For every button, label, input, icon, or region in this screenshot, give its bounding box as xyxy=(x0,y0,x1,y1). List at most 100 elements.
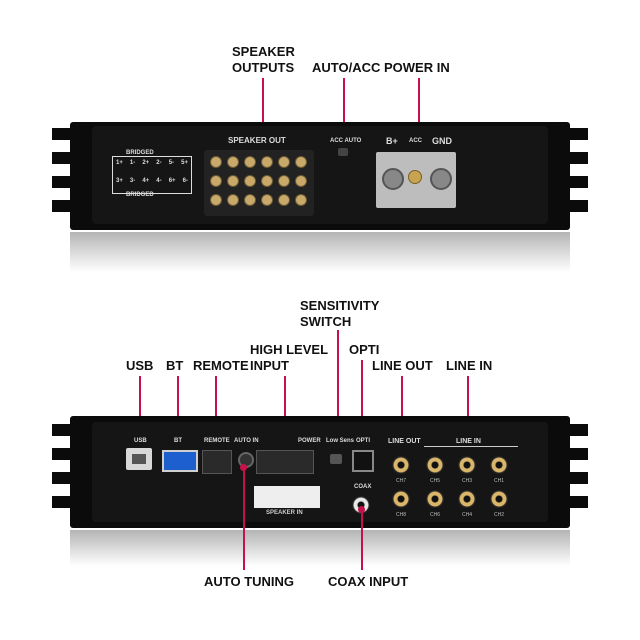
rca-jack-ch2[interactable] xyxy=(490,490,508,508)
bt-port[interactable] xyxy=(162,450,198,472)
auto-in-label: AUTO IN xyxy=(234,438,259,444)
terminal-label: 3+ xyxy=(116,178,123,184)
terminal-label: 3- xyxy=(129,178,136,184)
coax-input-leader xyxy=(361,508,363,570)
speaker-terminal-screw xyxy=(210,156,222,168)
speaker-terminal-screw xyxy=(278,194,290,206)
speaker-terminal-screw xyxy=(261,175,273,187)
coax-input-dot xyxy=(358,506,365,513)
sensitivity-switch[interactable] xyxy=(330,454,342,464)
auto-tuning-dot xyxy=(240,464,247,471)
heatsink-fin xyxy=(568,128,588,140)
terminal-label: 6- xyxy=(182,178,188,184)
speaker-terminal-screw xyxy=(244,194,256,206)
heatsink-fin xyxy=(52,496,72,508)
sensitivity-switch-leader xyxy=(337,330,339,440)
speaker-terminal-screw xyxy=(210,175,222,187)
rca-label-ch2: CH2 xyxy=(494,512,505,518)
heatsink-fin xyxy=(568,152,588,164)
speaker-terminal-screw xyxy=(261,194,273,206)
heatsink-fin xyxy=(568,448,588,460)
speaker-in-label: SPEAKER IN xyxy=(266,510,303,516)
heatsink-fin xyxy=(52,424,72,436)
heatsink-fin xyxy=(568,472,588,484)
opti-label: OPTI xyxy=(356,438,371,444)
speaker-terminal-screw xyxy=(244,156,256,168)
speaker-terminal-screw xyxy=(227,175,239,187)
terminal-label: 6+ xyxy=(168,178,176,184)
bridged-top-row: 1+ 1- 2+ 2- 5- 5+ xyxy=(116,160,188,166)
rca-jack-ch7[interactable] xyxy=(392,456,410,474)
terminal-label: 5- xyxy=(168,160,175,166)
rca-label-ch3: CH3 xyxy=(462,478,473,484)
speaker-terminal-screw xyxy=(295,194,307,206)
terminal-label: 2- xyxy=(156,160,162,166)
bt-label: BT xyxy=(174,438,182,444)
terminal-label: 4- xyxy=(156,178,162,184)
speaker-terminal-screw xyxy=(210,194,222,206)
speaker-in-table xyxy=(254,486,320,508)
speaker-terminal-screw xyxy=(295,156,307,168)
speaker-terminal-screw xyxy=(244,175,256,187)
high-level-input-connector[interactable] xyxy=(256,450,314,474)
remote-leader xyxy=(215,376,217,440)
opti-port[interactable] xyxy=(352,450,374,472)
heatsink-fin xyxy=(52,448,72,460)
speaker-terminal-screw xyxy=(261,156,273,168)
speaker-terminal-screw xyxy=(227,156,239,168)
power-screw-acc xyxy=(408,170,422,184)
speaker-outputs-leader xyxy=(262,78,264,148)
auto-tuning-callout: AUTO TUNING xyxy=(204,574,295,589)
bottom-amp-reflection xyxy=(70,530,570,566)
heatsink-fin xyxy=(568,424,588,436)
line-in-label: LINE IN xyxy=(456,438,481,445)
rca-jack-ch4[interactable] xyxy=(458,490,476,508)
heatsink-fin xyxy=(52,200,72,212)
rca-jack-ch5[interactable] xyxy=(426,456,444,474)
bottom-amp-panel xyxy=(92,422,548,522)
heatsink-fin xyxy=(568,200,588,212)
bt-callout: BT xyxy=(166,358,184,373)
usb-port-inner xyxy=(132,454,146,464)
line-out-label: LINE OUT xyxy=(388,438,421,445)
heatsink-fin xyxy=(52,176,72,188)
heatsink-fin xyxy=(52,128,72,140)
terminal-label: 1- xyxy=(129,160,136,166)
acc-auto-switch[interactable] xyxy=(338,148,348,156)
rca-label-ch8: CH8 xyxy=(396,512,407,518)
heatsink-fin xyxy=(52,152,72,164)
top-amp-reflection xyxy=(70,232,570,272)
remote-port[interactable] xyxy=(202,450,232,474)
auto-tuning-leader xyxy=(243,466,245,570)
low-sens-label: Low Sens xyxy=(326,438,355,444)
rca-label-ch4: CH4 xyxy=(462,512,473,518)
terminal-label: 1+ xyxy=(116,160,123,166)
heatsink-fin xyxy=(568,176,588,188)
high-level-input-leader xyxy=(284,376,286,440)
speaker-outputs-callout: SPEAKER OUTPUTS xyxy=(232,44,295,75)
power-screw-gnd xyxy=(430,168,452,190)
usb-callout: USB xyxy=(126,358,154,373)
coax-jack[interactable] xyxy=(352,496,370,514)
bridged-label-top: BRIDGED xyxy=(126,150,154,156)
speaker-terminal-screw xyxy=(227,194,239,206)
rca-jack-ch3[interactable] xyxy=(458,456,476,474)
terminal-label: 4+ xyxy=(142,178,150,184)
heatsink-fin xyxy=(568,496,588,508)
opti-callout: OPTI xyxy=(349,342,380,357)
power-in-leader xyxy=(418,78,420,148)
b-plus-label: B+ xyxy=(386,136,398,146)
terminal-label: 5+ xyxy=(181,160,188,166)
rca-jack-ch8[interactable] xyxy=(392,490,410,508)
coax-label: COAX xyxy=(354,484,372,490)
rca-jack-ch6[interactable] xyxy=(426,490,444,508)
acc-auto-label: ACC AUTO xyxy=(330,138,362,144)
rca-jack-ch1[interactable] xyxy=(490,456,508,474)
line-in-rule xyxy=(424,446,518,447)
bridged-bottom-row: 3+ 3- 4+ 4- 6+ 6- xyxy=(116,178,188,184)
acc-label: ACC xyxy=(409,138,422,144)
usb-label: USB xyxy=(134,438,147,444)
terminal-label: 2+ xyxy=(142,160,150,166)
gnd-label: GND xyxy=(432,136,452,146)
high-level-input-callout: HIGH LEVEL INPUT xyxy=(250,342,329,373)
